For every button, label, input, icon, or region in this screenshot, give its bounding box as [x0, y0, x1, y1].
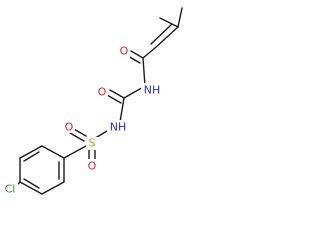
bond-s-ring	[63, 145, 87, 159]
bond-curea-o-double	[106, 94, 122, 104]
bond-curea-nh	[119, 97, 125, 123]
atom-oxygen-sulfonyl-bottom: O	[88, 160, 97, 173]
ring-double-3	[23, 151, 40, 162]
atom-nh-amide: NH	[144, 84, 161, 97]
atom-oxygen-carbonyl: O	[120, 45, 129, 58]
atom-chlorine: Cl	[5, 183, 16, 196]
ring-double-2	[23, 178, 40, 189]
bond-c2-c1	[142, 47, 156, 59]
atom-sulfur: S	[89, 137, 96, 150]
bond-c1-nh	[142, 57, 146, 87]
bond-methyl1-c3	[159, 17, 179, 28]
ring-bond-6	[41, 145, 65, 159]
bond-curea-o	[109, 89, 125, 99]
atom-labels: O NH O NH S O O Cl	[2, 45, 163, 196]
ring-bond-3	[19, 181, 43, 195]
bond-s-oleft-double	[69, 132, 85, 142]
atom-oxygen-urea: O	[98, 86, 107, 99]
bond-methyl2-c3	[177, 7, 183, 28]
bond-c3-c2	[154, 26, 179, 49]
atom-nh-sulfonyl: NH	[110, 121, 127, 134]
ring-bond-5	[19, 145, 43, 159]
bond-c3-c2-double	[150, 23, 173, 45]
bonds	[15, 7, 183, 195]
bond-c1-o	[130, 50, 144, 59]
molecule-structure: O NH O NH S O O Cl	[2, 7, 183, 196]
atom-oxygen-sulfonyl-left: O	[65, 121, 74, 134]
ring-bond-2	[41, 181, 65, 195]
